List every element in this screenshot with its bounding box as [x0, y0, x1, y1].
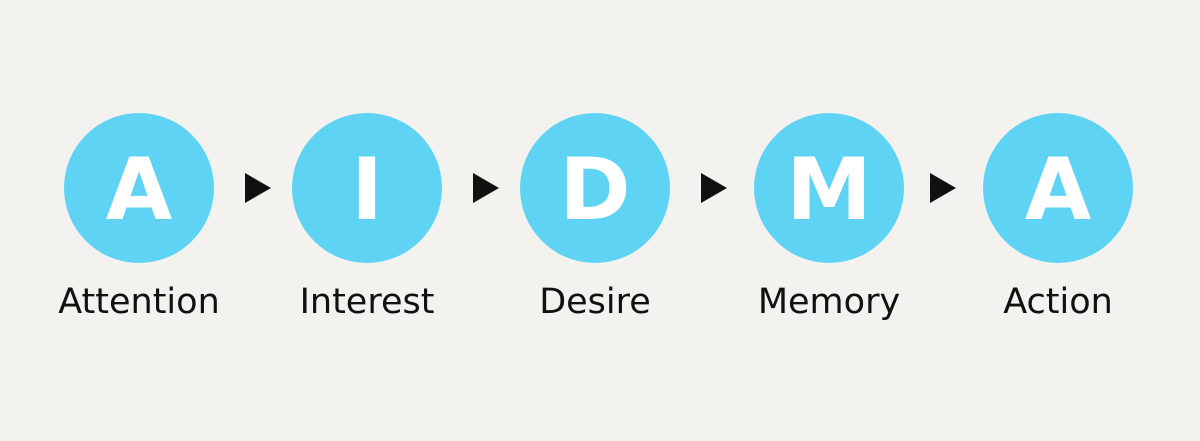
stage-desire: D Desire: [520, 113, 670, 343]
right-triangle-arrow-icon: [245, 173, 271, 203]
stage-letter: A: [105, 140, 173, 240]
stage-action: A Action: [983, 113, 1133, 343]
stage-circle: M: [754, 113, 904, 263]
stage-attention: A Attention: [58, 113, 220, 343]
stage-interest: I Interest: [292, 113, 442, 343]
stage-label: Interest: [299, 282, 435, 322]
stage-letter: I: [351, 140, 383, 240]
stage-letter: M: [786, 140, 872, 240]
stage-label: Action: [1003, 282, 1113, 322]
stage-circle: A: [64, 113, 214, 263]
stage-letter: D: [559, 140, 631, 240]
right-triangle-arrow-icon: [930, 173, 956, 203]
stage-circle: I: [292, 113, 442, 263]
stage-label: Desire: [539, 282, 651, 322]
stage-circle: A: [983, 113, 1133, 263]
right-triangle-arrow-icon: [473, 173, 499, 203]
stage-memory: M Memory: [754, 113, 904, 343]
stage-label: Attention: [58, 282, 220, 322]
stage-circle: D: [520, 113, 670, 263]
right-triangle-arrow-icon: [701, 173, 727, 203]
stage-label: Memory: [757, 282, 901, 322]
stage-letter: A: [1024, 140, 1092, 240]
